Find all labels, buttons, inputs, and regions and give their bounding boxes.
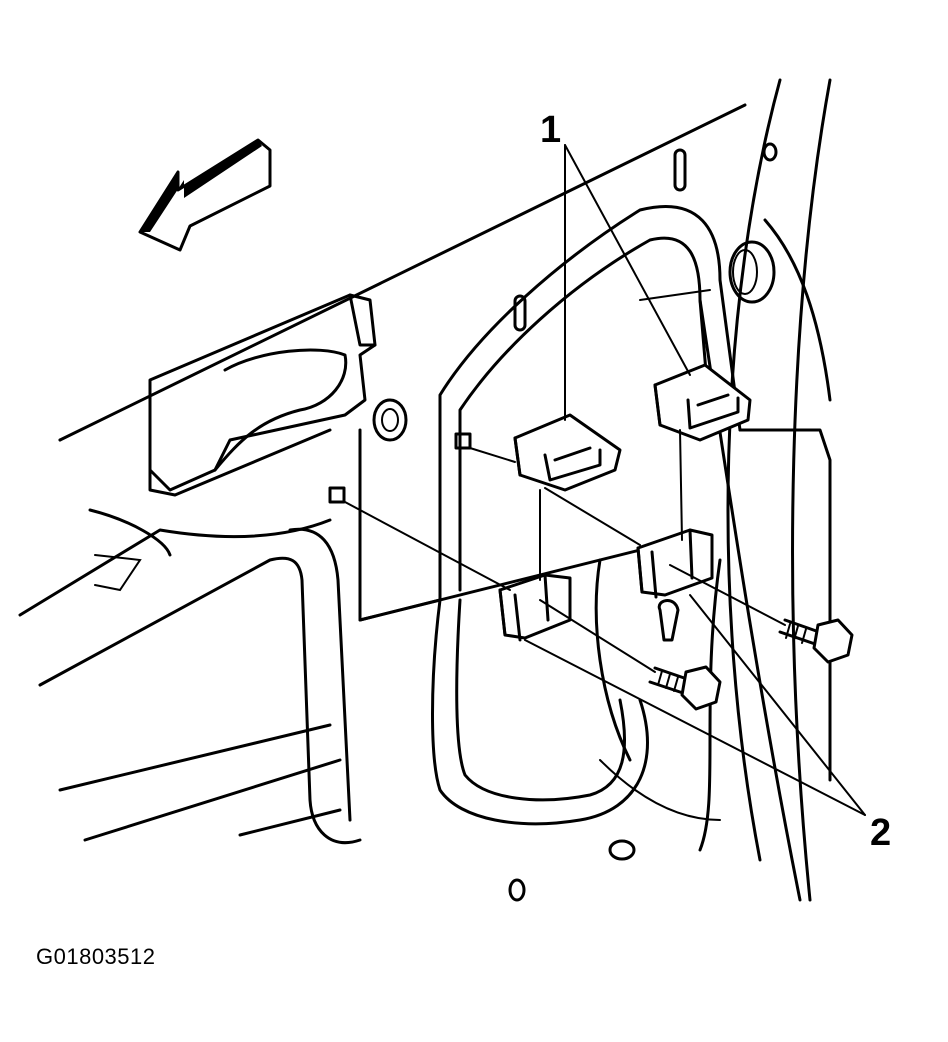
callout-label-2: 2	[870, 812, 891, 854]
figure-id: G01803512	[36, 944, 156, 969]
callout-2-leaders	[524, 594, 866, 816]
door-frame-channel	[431, 78, 832, 902]
callout-1-leaders	[564, 144, 691, 421]
callout-label-1: 1	[540, 109, 561, 151]
bolt-upper	[778, 618, 854, 664]
alignment-lines	[344, 429, 786, 673]
upper-bracket-left	[513, 413, 622, 492]
panel-holes	[328, 142, 778, 902]
upper-bracket-right	[653, 363, 752, 442]
lower-bracket-right	[636, 528, 714, 599]
door-panel	[18, 103, 747, 845]
lower-bracket-left	[498, 573, 572, 642]
bolt-lower	[648, 665, 722, 711]
arrow-forward-icon	[138, 138, 272, 252]
